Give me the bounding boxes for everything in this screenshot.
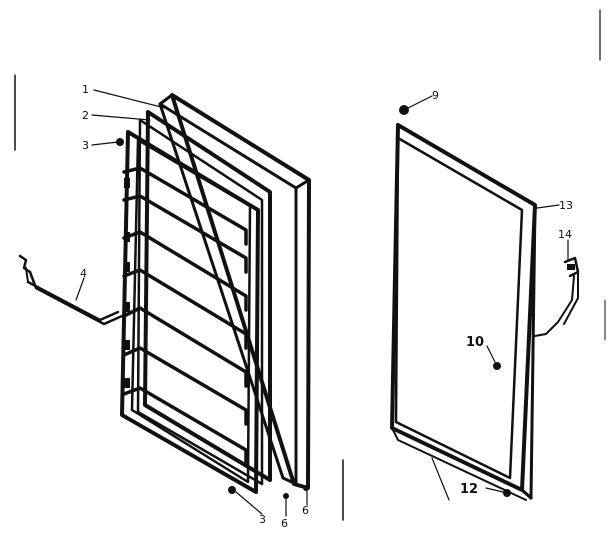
screw-6b (303, 485, 309, 491)
label-part-3-bottom: 3 (259, 513, 266, 526)
screw-3-top (116, 138, 124, 146)
label-part-6-a: 6 (281, 517, 288, 530)
leader-lines-right (407, 95, 569, 493)
handle-part (534, 256, 580, 337)
label-part-14: 14 (558, 228, 572, 241)
label-part-1: 1 (82, 83, 89, 96)
label-part-13: 13 (559, 199, 573, 212)
screw-10 (493, 362, 501, 370)
outer-door-panel (390, 123, 537, 501)
screw-3-bottom (228, 486, 236, 494)
label-part-9: 9 (432, 89, 439, 102)
door-liner (120, 130, 260, 494)
screw-9 (399, 105, 409, 115)
screw-12 (503, 489, 511, 497)
breaker-strip-frame (136, 110, 272, 486)
label-part-2: 2 (82, 109, 89, 122)
leader-lines-left (75, 89, 308, 517)
door-bar-part (18, 254, 124, 326)
label-part-3-top: 3 (82, 139, 89, 152)
screw-6a (283, 493, 289, 499)
door-shelf-ribs (122, 166, 248, 466)
label-part-4: 4 (80, 267, 87, 280)
label-part-12: 12 (460, 482, 478, 497)
label-part-10: 10 (466, 335, 484, 350)
liner-edge-notches (124, 178, 130, 388)
scan-marks (14, 9, 606, 521)
label-part-6-b: 6 (302, 504, 309, 517)
